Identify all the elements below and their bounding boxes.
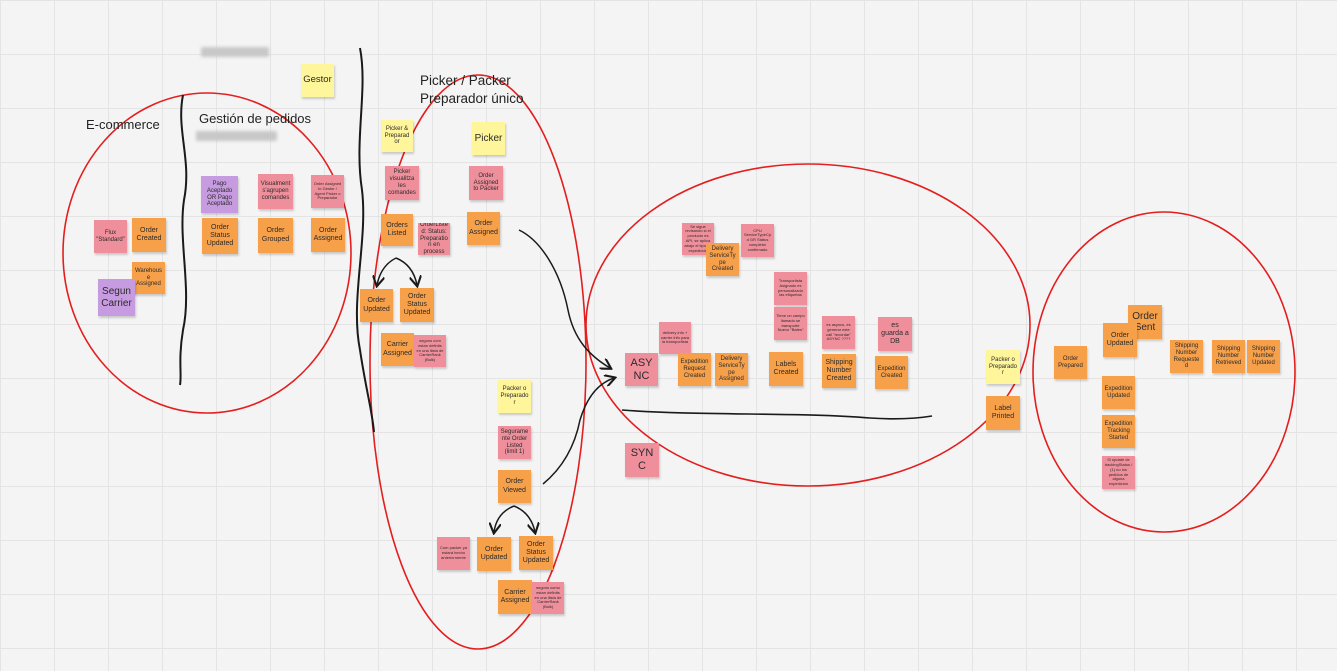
- sticky-order-updated-3[interactable]: Order Updated: [1103, 323, 1137, 357]
- section-label-ecommerce: E-commerce: [86, 117, 160, 132]
- blurred-text: [201, 47, 269, 57]
- sticky-order-created-1[interactable]: Order Created: [132, 218, 166, 252]
- sticky-picker-visualitza[interactable]: Picker visualitza les comandes: [385, 166, 419, 200]
- sticky-flux-standard[interactable]: Flux "Standard": [94, 220, 127, 253]
- sticky-shipping-number-requested[interactable]: Shipping Number Requested: [1170, 340, 1203, 373]
- arrow-assigned-to-async: [518, 229, 610, 368]
- sticky-delivery-servicetype-assigned[interactable]: Delivery ServiceType Assigned: [715, 353, 748, 386]
- blurred-text: [196, 131, 277, 141]
- sticky-order-viewed[interactable]: Order Viewed: [498, 470, 531, 503]
- sticky-order-grouped[interactable]: Order Grouped: [258, 218, 293, 253]
- sticky-order-status-updated-3[interactable]: Order Status Updated: [519, 536, 553, 570]
- sticky-carrier-assigned-2[interactable]: Carrier Assigned: [498, 580, 532, 614]
- sticky-seguramente-order-listed[interactable]: Seguramente Order Listed (limit 1): [498, 426, 531, 459]
- sticky-expedition-updated[interactable]: Expedition Updated: [1102, 376, 1135, 409]
- sticky-order-prepared[interactable]: Order Prepared: [1054, 346, 1087, 379]
- section-label-picker-line2: Preparador único: [420, 91, 524, 106]
- arrow-order-viewed-right: [513, 505, 535, 532]
- sticky-picker[interactable]: Picker: [472, 122, 505, 155]
- sticky-order-assigned-gestor[interactable]: Order Assigned to Gestor / Agent Picker …: [311, 175, 344, 208]
- sticky-packer-preparador-2[interactable]: Packer o Preparador: [986, 350, 1020, 384]
- sticky-expedition-tracking-started[interactable]: Expedition Tracking Started: [1102, 415, 1135, 448]
- sticky-cpu-servicetype[interactable]: CPU ServiceTypeCpd GR Status completo/ c…: [741, 224, 774, 257]
- sticky-expedition-request-created[interactable]: Expedition Request Created: [678, 353, 711, 386]
- sticky-transportista-asignado[interactable]: Transportista Asignado es personalizado …: [774, 272, 807, 305]
- sticky-se-sigue-revisando[interactable]: Se sigue revisando si el producto es API…: [682, 223, 714, 255]
- sticky-shipping-number-created[interactable]: Shipping Number Created: [822, 354, 856, 388]
- sticky-order-assigned-1[interactable]: Order Assigned: [311, 218, 345, 252]
- flow-line-async-sync: [621, 409, 933, 420]
- sticky-order-status-updated-1[interactable]: Order Status Updated: [202, 218, 238, 254]
- sticky-orders-listed[interactable]: Orders Listed: [381, 214, 413, 246]
- sticky-carrier-assigned-1[interactable]: Carrier Assigned: [381, 333, 414, 366]
- sticky-es-asyncs[interactable]: es asyncs, es generar este call "recorda…: [822, 316, 855, 349]
- sticky-order-assigned-2[interactable]: Order Assigned: [467, 212, 500, 245]
- arrow-orders-listed-right: [395, 257, 417, 285]
- sticky-shipping-number-updated[interactable]: Shipping Number Updated: [1247, 340, 1280, 373]
- separator-ecommerce-gestion: [179, 94, 188, 386]
- sticky-segons-carrier-1[interactable]: segons com estan definits en una llista …: [414, 335, 446, 367]
- sticky-label-printed[interactable]: Label Printed: [986, 396, 1020, 430]
- sticky-labels-created[interactable]: Labels Created: [769, 352, 803, 386]
- sticky-shipping-number-retrieved[interactable]: Shipping Number Retrieved: [1212, 340, 1245, 373]
- sticky-segons-carrier-2[interactable]: segons como estan definits en una llista…: [532, 582, 564, 614]
- sticky-tiene-un-campo[interactable]: Tiene un campo llamado se transporte Nue…: [774, 307, 807, 340]
- sticky-order-updated-1[interactable]: Order Updated: [360, 289, 393, 322]
- arrow-order-viewed-left: [494, 505, 515, 532]
- sticky-delivery-info[interactable]: delivery info + carrier info para la tra…: [659, 322, 691, 354]
- sticky-sync[interactable]: SYNC: [625, 443, 659, 477]
- sticky-packer-preparador-1[interactable]: Packer o Preparador: [498, 380, 531, 413]
- sticky-warehouse-assigned[interactable]: Warehouse Assigned: [132, 262, 165, 294]
- sticky-segun-carrier[interactable]: Segun Carrier: [98, 279, 135, 316]
- sticky-es-guarda-db[interactable]: es guarda a DB: [878, 317, 912, 351]
- sticky-visualment[interactable]: Visualment s'agrupen comandes: [258, 174, 293, 209]
- sticky-gestor[interactable]: Gestor: [301, 64, 334, 97]
- sticky-expedition-created[interactable]: Expedition Created: [875, 356, 908, 389]
- sticky-update-tracking[interactable]: Si update de trackingStatus / (1) no los…: [1102, 456, 1135, 489]
- sticky-orderlisted-status[interactable]: OrderListed: Status: Preparation en proc…: [418, 223, 450, 255]
- separator-gestion-picker: [355, 47, 375, 433]
- sticky-order-updated-2[interactable]: Order Updated: [477, 537, 511, 571]
- sticky-order-status-updated-2[interactable]: Order Status Updated: [400, 288, 434, 322]
- section-label-picker-line1: Picker / Packer: [420, 73, 511, 88]
- circle-async-flow: [585, 163, 1031, 487]
- sticky-order-assigned-packer[interactable]: Order Assigned to Packer: [469, 166, 503, 200]
- section-label-gestion: Gestión de pedidos: [199, 111, 312, 126]
- arrow-viewed-to-async: [542, 378, 614, 485]
- sticky-pago-aceptado[interactable]: Pago Aceptado OR Pago Aceptado: [201, 176, 238, 213]
- sticky-async[interactable]: ASYNC: [625, 353, 658, 386]
- arrow-orders-listed-left: [377, 257, 397, 285]
- sticky-picker-preparador[interactable]: Picker & Preparador: [381, 120, 413, 152]
- sticky-cosa-packer[interactable]: Com packer ya estará hecho anteriormente: [437, 537, 470, 570]
- sticky-delivery-servicetype-created[interactable]: Delivery ServiceType Created: [706, 243, 739, 276]
